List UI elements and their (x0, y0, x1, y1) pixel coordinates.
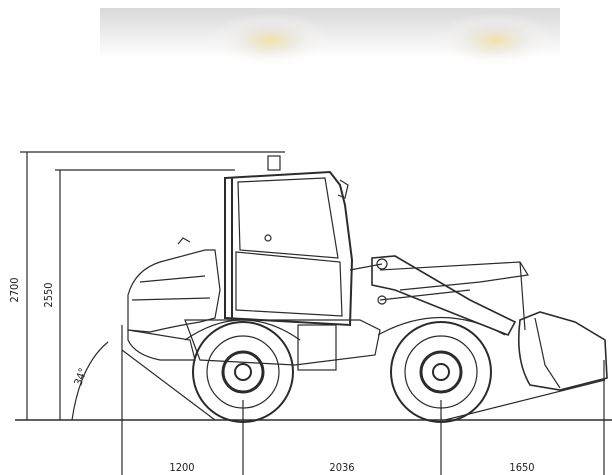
bucket-inner (534, 317, 561, 389)
departure-line (444, 379, 606, 421)
rear-fender (184, 319, 301, 341)
hood-line (131, 297, 211, 301)
front-hub (432, 363, 450, 381)
beacon-lamp (267, 155, 281, 171)
cab-door-lower (235, 251, 343, 317)
front-tire (390, 321, 492, 423)
dim-approach-angle: 34° (72, 366, 90, 387)
cab-window (237, 177, 339, 259)
dim-cab-height: 2550 (42, 282, 55, 307)
loader-outline (15, 151, 612, 475)
rear-tire-inner (206, 335, 280, 409)
front-tire-inner (404, 335, 478, 409)
cylinder-pivot (377, 295, 387, 305)
rear-counterweight (127, 329, 196, 361)
lamp-glow-right (435, 12, 555, 68)
dim-front-overhang: 1200 (169, 461, 194, 474)
angle-arc (71, 341, 109, 421)
hood-line-2 (139, 275, 206, 283)
dim-bucket-reach: 1650 (509, 461, 534, 474)
dim-overall-height: 2700 (8, 277, 21, 302)
rear-hub (234, 363, 252, 381)
rear-tire (192, 321, 294, 423)
lift-cylinder (379, 289, 471, 301)
arm-mount (349, 263, 383, 271)
front-rim (419, 350, 463, 394)
lift-arm (371, 255, 517, 337)
lamp-glow-left (210, 12, 330, 68)
step (297, 324, 337, 371)
cab-frame (224, 170, 354, 327)
engine-hood (127, 249, 221, 333)
approach-line (121, 349, 216, 421)
mirror (337, 179, 349, 199)
dim-wheelbase: 2036 (329, 461, 354, 474)
chassis (184, 319, 381, 366)
arm-pivot (376, 258, 388, 270)
handle (264, 234, 272, 242)
exhaust (177, 237, 191, 245)
tilt-link (379, 261, 529, 291)
bucket (517, 311, 608, 391)
rear-rim (221, 350, 265, 394)
